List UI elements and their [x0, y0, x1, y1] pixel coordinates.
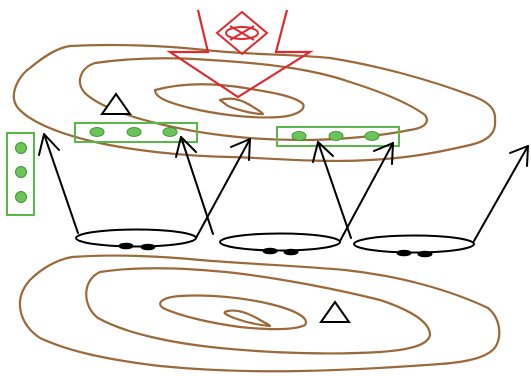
unit-middle	[219, 232, 341, 256]
lower-hill-contour-peak	[223, 309, 272, 328]
upper-hill	[12, 43, 497, 163]
movement-arrows	[38, 133, 529, 242]
threat-chevron	[166, 9, 314, 99]
lower-hill-contour-outer	[19, 254, 501, 373]
hill-marker-lower-icon	[319, 300, 351, 323]
unit-right	[353, 234, 475, 258]
upper-hill-contour-peak	[218, 97, 265, 116]
arrow-left-unit-to-upper-hill	[195, 138, 251, 239]
upper-hill-contour-inner	[153, 83, 305, 119]
group-left-vertical	[6, 132, 35, 216]
lower-hill	[19, 254, 501, 373]
arrow-middle-unit-to-top-right-box-2	[339, 142, 394, 242]
group-top-right	[276, 126, 400, 147]
lower-hill-contour-inner	[159, 294, 308, 331]
arrow-left-unit-to-top-left-box	[175, 136, 214, 235]
threat-arrow-icon	[166, 9, 314, 99]
threat-emblem-icon	[215, 10, 269, 56]
lower-hill-contour-middle	[85, 267, 432, 355]
unit-left	[75, 228, 197, 251]
hill-marker-upper-icon	[100, 92, 132, 115]
arrow-right-unit-outward	[473, 145, 529, 242]
upper-hill-contour-outer	[12, 43, 497, 163]
group-top-left	[74, 122, 198, 143]
arrow-left-unit-to-left-box	[38, 133, 79, 234]
arrow-middle-unit-to-top-right-box	[312, 141, 352, 239]
